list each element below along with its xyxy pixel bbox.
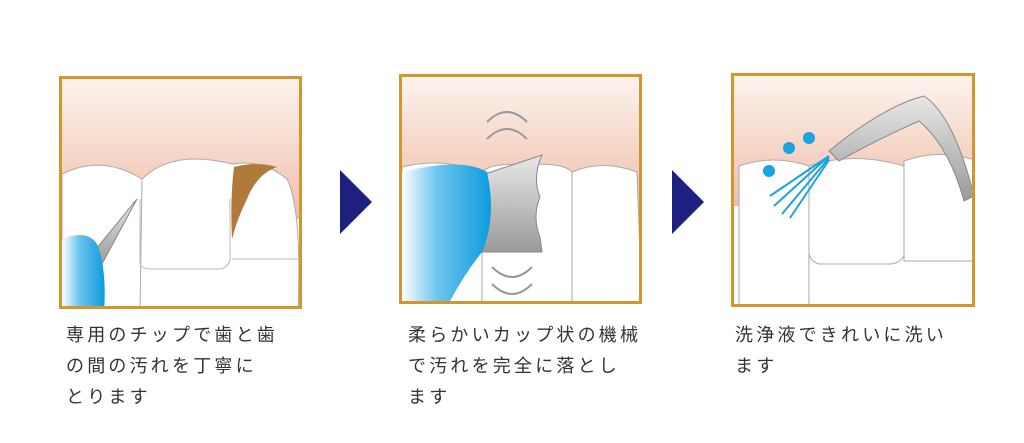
- water-drop: [803, 132, 815, 144]
- tooth: [571, 165, 639, 301]
- caption-line: 専用のチップで歯と歯: [66, 325, 278, 346]
- rubber-cup: [481, 154, 543, 253]
- arrow-right-icon: [672, 170, 704, 234]
- instrument-handle: [62, 235, 105, 306]
- arrow-right-icon: [340, 170, 372, 234]
- water-spray: [769, 155, 830, 219]
- interdental-tip-illustration: [62, 79, 299, 306]
- caption-line: 柔らかいカップ状の機械: [408, 325, 642, 346]
- step-3-illustration: [731, 73, 975, 307]
- caption-line: ます: [735, 356, 778, 377]
- caption-line: 洗浄液できれいに洗い: [735, 325, 947, 346]
- step-1-caption: 専用のチップで歯と歯 の間の汚れを丁寧に とります: [66, 320, 278, 413]
- tooth: [738, 159, 810, 304]
- handpiece: [402, 164, 491, 301]
- water-drop: [783, 142, 795, 154]
- vibration-arc: [491, 266, 533, 295]
- caption-line: とります: [66, 387, 151, 408]
- step-1-illustration: [59, 76, 302, 309]
- caption-line: で汚れを完全に落とし: [408, 356, 620, 377]
- rinse-illustration: [734, 76, 972, 304]
- caption-line: の間の汚れを丁寧に: [66, 356, 257, 377]
- water-drop: [763, 165, 775, 177]
- step-2-caption: 柔らかいカップ状の機械 で汚れを完全に落とし ます: [408, 320, 641, 413]
- polishing-cup-illustration: [402, 77, 639, 301]
- tooth: [139, 158, 299, 306]
- stain: [231, 164, 277, 239]
- step-3-caption: 洗浄液できれいに洗い ます: [735, 320, 947, 382]
- vibration-arc: [486, 111, 528, 140]
- tooth: [808, 158, 905, 265]
- caption-line: ます: [408, 387, 451, 408]
- step-2-illustration: [399, 74, 642, 304]
- water-nozzle: [828, 95, 972, 202]
